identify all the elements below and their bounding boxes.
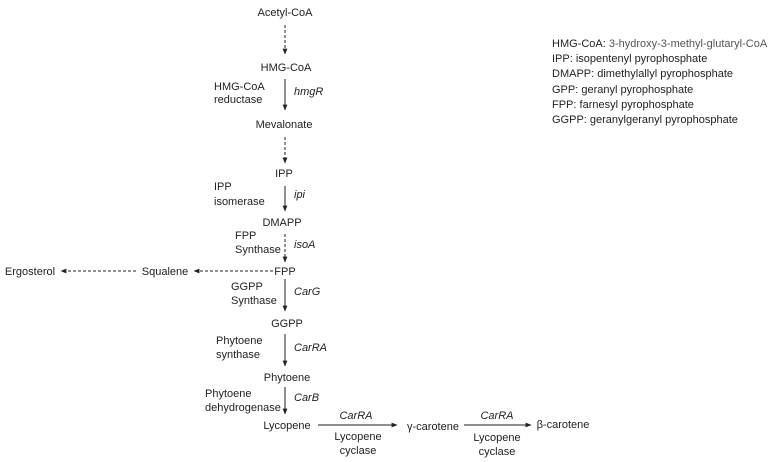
enzyme-lycopene-cyclase-1: Lycopene cyclase [334,431,381,457]
legend-abbr: FPP: [552,98,577,111]
legend-abbr: GGPP: [552,114,587,127]
legend-def: farnesyl pyrophosphate [579,98,694,111]
enzyme-ipp-isomerase: IPP isomerase [214,181,265,208]
enzyme-label-line: Lycopene [334,431,381,443]
enzyme-label-line: Synthase [231,295,277,307]
legend-row: DMAPP: dimethylallyl pyrophosphate [552,67,767,82]
node-fpp: FPP [274,266,295,278]
legend-abbr: DMAPP: [552,68,595,81]
enzyme-label-line: Synthase [235,244,281,256]
enzyme-label-line: HMG-CoA [214,81,265,93]
legend-def: 3-hydroxy-3-methyl-glutaryl-CoA [608,38,768,50]
gene-isoa: isoA [294,239,315,251]
node-squalene: Squalene [142,266,189,278]
enzyme-label-line: FPP [235,230,256,242]
enzyme-label-line: reductase [214,94,262,106]
enzyme-phytoene-dehydrogenase: Phytoene dehydrogenase [205,388,281,414]
enzyme-label-line: cyclase [340,445,377,457]
gene-carra-gamma: CarRA [339,410,372,422]
legend-abbr: HMG-CoA: [552,38,606,50]
node-mevalonate: Mevalonate [256,119,313,131]
gene-hmgr: hmgR [294,86,323,98]
legend-row: GPP: geranyl pyrophosphate [552,83,767,98]
gene-carg: CarG [294,286,321,298]
node-gamma-carotene: γ-carotene [407,421,459,433]
legend-abbr: IPP: [552,53,573,66]
enzyme-phytoene-synthase: Phytoene synthase [216,335,262,361]
legend-def: dimethylallyl pyrophosphate [597,68,733,81]
node-acetyl-coa: Acetyl-CoA [257,7,313,19]
gene-carra-phytoene: CarRA [294,342,327,354]
enzyme-label-line: dehydrogenase [205,402,281,414]
node-ipp: IPP [275,168,293,180]
legend-def: geranylgeranyl pyrophosphate [589,114,738,127]
node-dmapp: DMAPP [262,217,301,229]
legend-abbr: GPP: [552,83,579,96]
gene-carra-beta: CarRA [480,410,513,422]
legend-def: isopentenyl pyrophosphate [575,53,708,66]
legend-def: geranyl pyrophosphate [581,83,694,96]
node-ggpp: GGPP [271,318,303,330]
enzyme-label-line: synthase [216,349,260,361]
gene-carb: CarB [294,392,319,404]
enzyme-label-line: isomerase [214,196,265,208]
enzyme-label-line: Phytoene [216,335,262,347]
enzyme-label-line: GGPP [231,281,263,293]
enzyme-ggpp-synthase: GGPP Synthase [231,281,277,307]
gene-ipi: ipi [294,189,306,201]
enzyme-label-line: Phytoene [205,388,251,400]
legend-row: FPP: farnesyl pyrophosphate [552,98,767,113]
node-ergosterol: Ergosterol [5,266,55,278]
abbreviation-legend: HMG-CoA: 3-hydroxy-3-methyl-glutaryl-CoA… [552,37,767,128]
node-hmg-coa: HMG-CoA [261,62,312,74]
legend-row: GGPP: geranylgeranyl pyrophosphate [552,113,767,128]
enzyme-label-line: cyclase [479,446,516,458]
node-lycopene: Lycopene [263,420,310,432]
node-phytoene: Phytoene [264,372,310,384]
legend-row: IPP: isopentenyl pyrophosphate [552,52,767,67]
legend-row: HMG-CoA: 3-hydroxy-3-methyl-glutaryl-CoA [552,37,767,52]
enzyme-hmg-coa-reductase: HMG-CoA reductase [214,81,265,106]
enzyme-label-line: IPP [214,181,232,193]
enzyme-lycopene-cyclase-2: Lycopene cyclase [473,432,520,458]
enzyme-label-line: Lycopene [473,432,520,444]
enzyme-fpp-synthase: FPP Synthase [235,230,281,256]
node-beta-carotene: β-carotene [537,419,590,431]
